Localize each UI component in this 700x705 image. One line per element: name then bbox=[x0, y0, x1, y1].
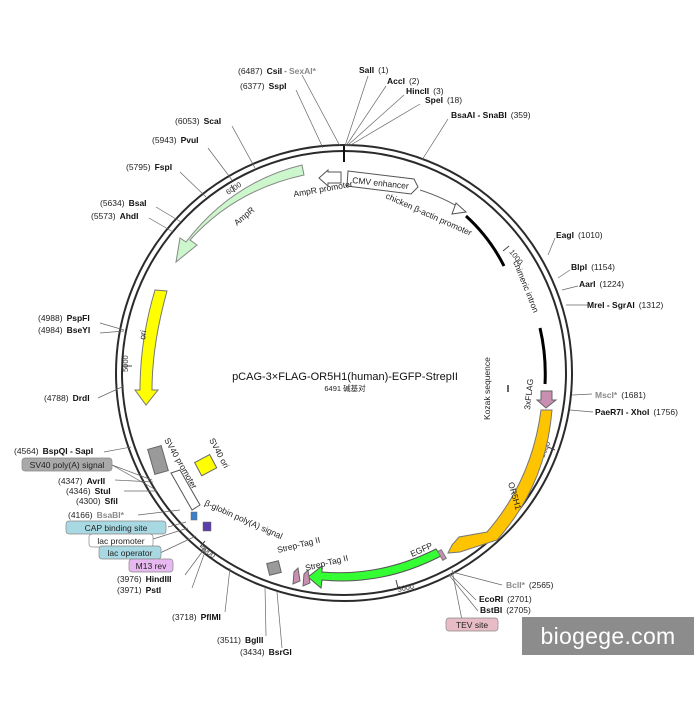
watermark: biogege.com bbox=[522, 617, 694, 655]
flag-label: 3xFLAG bbox=[522, 378, 535, 410]
chimeric-intron-label: chimeric intron bbox=[511, 259, 541, 314]
site-bspqi-sapi: (4564)BspQI - SapI bbox=[14, 446, 93, 456]
site-eagi: EagI(1010) bbox=[556, 230, 603, 240]
site-acci: AccI(2) bbox=[387, 76, 420, 86]
tick-marks bbox=[124, 184, 556, 589]
flag-arrow bbox=[535, 390, 558, 409]
ori-label: ori bbox=[137, 329, 148, 340]
right-site-leaders bbox=[344, 75, 594, 621]
site-bsai: (5634)BsaI bbox=[100, 198, 147, 208]
intron-second-segment bbox=[538, 327, 547, 385]
site-paer7i-xhoi: PaeR7I - XhoI(1756) bbox=[595, 407, 678, 417]
ori-arrow bbox=[134, 289, 168, 406]
site-aari: AarI(1224) bbox=[579, 279, 624, 289]
cap-feature bbox=[190, 511, 198, 521]
cap-binding-box-label: CAP binding site bbox=[85, 523, 148, 533]
site-pvui: (5943)PvuI bbox=[152, 135, 199, 145]
site-bseyi: (4984)BseYI bbox=[38, 325, 90, 335]
sv40-promoter-arrow bbox=[170, 469, 201, 511]
sv40-polya-feature bbox=[147, 444, 169, 476]
ampr-arrow bbox=[175, 164, 305, 264]
tick-label-4000: 4000 bbox=[199, 543, 218, 561]
site-stui: (4346)StuI bbox=[66, 486, 111, 496]
lac-operator-box bbox=[98, 545, 162, 560]
lac-promoter-box-label: lac promoter bbox=[97, 536, 144, 546]
site-pspfi: (4988)PspFI bbox=[38, 313, 90, 323]
site-blpi: BlpI(1154) bbox=[571, 262, 615, 272]
site-ecori: EcoRI(2701) bbox=[479, 594, 532, 604]
site-msci: MscI*(1681) bbox=[595, 390, 646, 400]
site-bcli: BclI*(2565) bbox=[506, 580, 554, 590]
site-bsaai-snabi: BsaAI - SnaBI(359) bbox=[451, 110, 531, 120]
lac-op-feature bbox=[202, 521, 212, 532]
tev-site-label: TEV site bbox=[456, 620, 488, 630]
site-hindiii: (3976)HindIII bbox=[117, 574, 172, 584]
site-scai: (6053)ScaI bbox=[175, 116, 221, 126]
tev-marker bbox=[437, 548, 447, 562]
cba-promoter-label: chicken β-actin promoter bbox=[384, 191, 473, 238]
strep-tag-2-arrow bbox=[292, 566, 301, 585]
chimeric-intron-arc bbox=[464, 214, 506, 267]
ampr-promoter-arrow bbox=[318, 168, 342, 188]
cba-promoter-arrowhead bbox=[451, 202, 468, 215]
tick-label-3000: 3000 bbox=[397, 582, 415, 594]
site-bsabi: (4166)BsaBI* bbox=[68, 510, 125, 520]
left-site-leaders bbox=[97, 74, 341, 649]
site-drdi: (4788)DrdI bbox=[44, 393, 90, 403]
site-sali: SalI(1) bbox=[359, 65, 389, 75]
ampr-label: AmpR bbox=[232, 205, 257, 228]
site-avrii: (4347)AvrII bbox=[58, 476, 105, 486]
strep-tag-2-label: Strep-Tag II bbox=[304, 553, 349, 573]
site-pflmi: (3718)PflMI bbox=[172, 612, 221, 622]
sv40-ori-box bbox=[193, 453, 218, 477]
sv40-polya-box-label: SV40 poly(A) signal bbox=[30, 460, 105, 470]
site-mrei-sgrai: MreI - SgrAI(1312) bbox=[587, 300, 663, 310]
site-fspi: (5795)FspI bbox=[126, 162, 172, 172]
site-csii-sexai: (6487)CsiI-SexAI* bbox=[238, 66, 317, 76]
kozak-label: Kozak sequence bbox=[482, 357, 492, 420]
plasmid-size: 6491 碱基对 bbox=[324, 383, 366, 393]
strep-tag-1-arrow bbox=[302, 568, 311, 587]
site-spei: SpeI(18) bbox=[425, 95, 462, 105]
tev-site-box bbox=[445, 617, 499, 632]
site-hincii: HincII(3) bbox=[406, 86, 444, 96]
site-bstbi: BstBI(2705) bbox=[480, 605, 531, 615]
strep-tag-1-label: Strep-Tag II bbox=[276, 535, 321, 555]
site-ahdi: (5573)AhdI bbox=[91, 211, 138, 221]
beta-globin-polya-box bbox=[266, 560, 282, 576]
cmv-enhancer-arrow bbox=[346, 170, 419, 195]
m13-rev-box bbox=[128, 558, 174, 573]
backbone-outer-circle bbox=[115, 144, 573, 602]
site-psti: (3971)PstI bbox=[117, 585, 161, 595]
site-bglii: (3511)BglII bbox=[217, 635, 263, 645]
or5h1-arrow bbox=[447, 409, 553, 554]
tick-label-5000: 5000 bbox=[121, 355, 130, 372]
beta-globin-polya-label: β-globin poly(A) signal bbox=[203, 498, 284, 541]
m13-rev-box-label: M13 rev bbox=[136, 561, 167, 571]
site-sfii: (4300)SfiI bbox=[76, 496, 118, 506]
lac-operator-box-label: lac operator bbox=[108, 548, 153, 558]
sv40-polya-box bbox=[21, 457, 113, 472]
site-bsrgi: (3434)BsrGI bbox=[240, 647, 292, 657]
site-sspi: (6377)SspI bbox=[240, 81, 287, 91]
plasmid-title: pCAG-3×FLAG-OR5H1(human)-EGFP-StrepII bbox=[232, 371, 458, 383]
